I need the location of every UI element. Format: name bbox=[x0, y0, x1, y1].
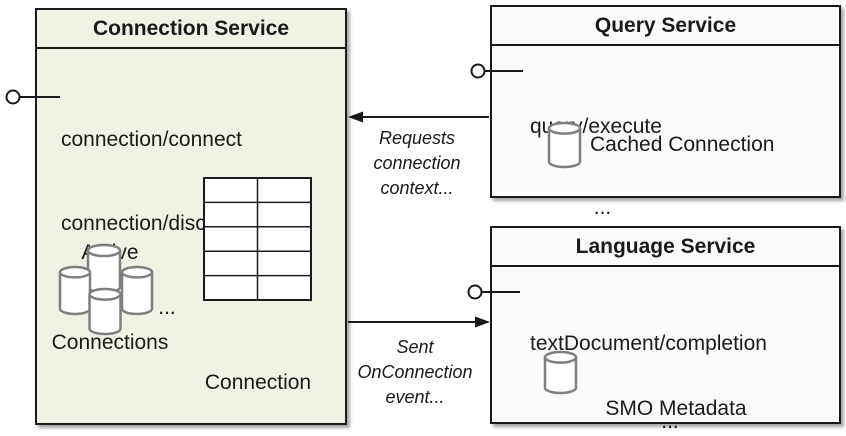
query-service-title: Query Service bbox=[492, 7, 839, 46]
language-service-title: Language Service bbox=[492, 228, 839, 267]
language-service-box: Language Service textDocument/completion… bbox=[490, 226, 841, 433]
requests-label-line3: context... bbox=[380, 178, 454, 198]
sent-event-label: Sent OnConnection event... bbox=[350, 335, 480, 410]
sent-label-line3: event... bbox=[385, 387, 445, 407]
active-connections-line1: Active bbox=[81, 241, 139, 264]
sent-label-line1: Sent bbox=[396, 337, 434, 357]
query-service-box: Query Service query/execute ... Cached C… bbox=[490, 5, 841, 219]
cached-connection-label: Cached Connection bbox=[590, 133, 775, 156]
endpoints-ellipsis: ... bbox=[158, 296, 176, 319]
requests-context-arrow bbox=[348, 111, 489, 123]
callbacks-caption-line1: Connection bbox=[204, 371, 312, 394]
active-connections-label: Active Connections bbox=[37, 178, 183, 418]
sent-event-arrow bbox=[348, 316, 490, 328]
language-ellipsis: ... bbox=[661, 410, 679, 433]
active-connections-line2: Connections bbox=[51, 331, 169, 354]
requests-label-line1: Requests bbox=[378, 128, 456, 148]
connection-service-title: Connection Service bbox=[37, 10, 345, 49]
requests-label-line2: connection bbox=[373, 153, 461, 173]
connection-service-box: Connection Service connection/connect co… bbox=[35, 8, 347, 425]
language-endpoints: textDocument/completion ... bbox=[530, 279, 810, 436]
requests-context-label: Requests connection context... bbox=[352, 126, 482, 201]
callbacks-caption: Connection Event Callbacks bbox=[183, 305, 333, 436]
smo-provider-label: SMO Metadata Provider Connection bbox=[576, 334, 776, 436]
query-ellipsis: ... bbox=[593, 196, 612, 219]
sent-label-line2: OnConnection bbox=[357, 362, 473, 382]
endpoint-connect: connection/connect bbox=[61, 128, 242, 151]
smo-label-line1: SMO Metadata bbox=[605, 397, 747, 420]
endpoint-textdocument-completion: textDocument/completion bbox=[530, 332, 767, 355]
